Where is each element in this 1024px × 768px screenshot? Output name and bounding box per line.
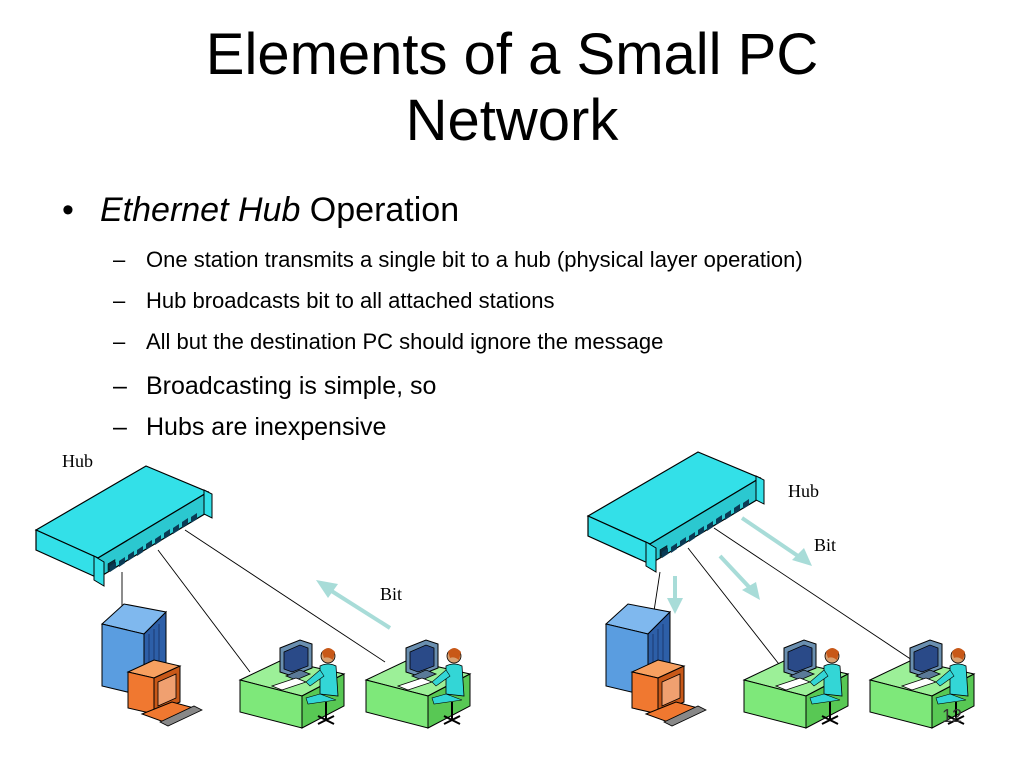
right-hub-label: Hub <box>788 481 819 501</box>
sub-bullet-3: –All but the destination PC should ignor… <box>113 328 663 356</box>
bullet-text: Operation <box>300 191 460 229</box>
sub-bullet-text: One station transmits a single bit to a … <box>146 247 803 272</box>
cable-to-workstation-1 <box>687 547 783 669</box>
server-station <box>605 603 707 727</box>
sub-bullet-marker: – <box>113 372 127 400</box>
sub-bullet-marker: – <box>113 247 126 272</box>
sub-bullet-2: –Hub broadcasts bit to all attached stat… <box>113 287 554 315</box>
title-line-1: Elements of a Small PC <box>205 22 819 87</box>
right-network-diagram <box>587 451 975 729</box>
workstation-1 <box>239 639 345 729</box>
workstation-1 <box>743 639 849 729</box>
left-hub-label: Hub <box>62 451 93 471</box>
right-cables <box>651 527 913 669</box>
hub-device <box>587 451 765 573</box>
bullet-marker: • <box>62 191 74 229</box>
sub-bullet-marker: – <box>113 288 126 313</box>
bit-arrow-down-2 <box>718 554 760 600</box>
cable-to-workstation-2 <box>713 527 913 661</box>
bullet-italic-text: Ethernet Hub <box>100 191 301 229</box>
main-bullet: • Ethernet Hub Operation <box>62 188 459 232</box>
sub-bullet-marker: – <box>113 329 126 354</box>
title-line-2: Network <box>405 88 619 153</box>
sub-bullet-text: All but the destination PC should ignore… <box>146 329 664 354</box>
cable-to-workstation-2 <box>184 529 386 663</box>
left-bit-label: Bit <box>380 584 403 604</box>
bit-arrow-down-1 <box>667 576 683 614</box>
right-bit-label: Bit <box>814 535 837 555</box>
sub-bullet-text: Hub broadcasts bit to all attached stati… <box>146 288 555 313</box>
slide-title: Elements of a Small PC Network <box>0 22 1024 154</box>
bit-arrow-down-3 <box>740 516 812 566</box>
sub-bullet-text: Hubs are inexpensive <box>146 413 387 441</box>
sub-bullet-1: –One station transmits a single bit to a… <box>113 246 803 274</box>
left-network-diagram <box>35 465 471 729</box>
cable-to-workstation-1 <box>157 549 251 673</box>
bit-arrow-up <box>316 580 392 630</box>
sub-bullet-4: –Broadcasting is simple, so <box>113 372 436 400</box>
server-station <box>101 603 203 727</box>
workstation-2 <box>365 639 471 729</box>
sub-bullet-marker: – <box>113 413 127 441</box>
page-number: 12 <box>942 706 963 726</box>
hub-device <box>35 465 213 587</box>
sub-bullet-5: –Hubs are inexpensive <box>113 413 386 441</box>
sub-bullet-text: Broadcasting is simple, so <box>146 372 437 400</box>
